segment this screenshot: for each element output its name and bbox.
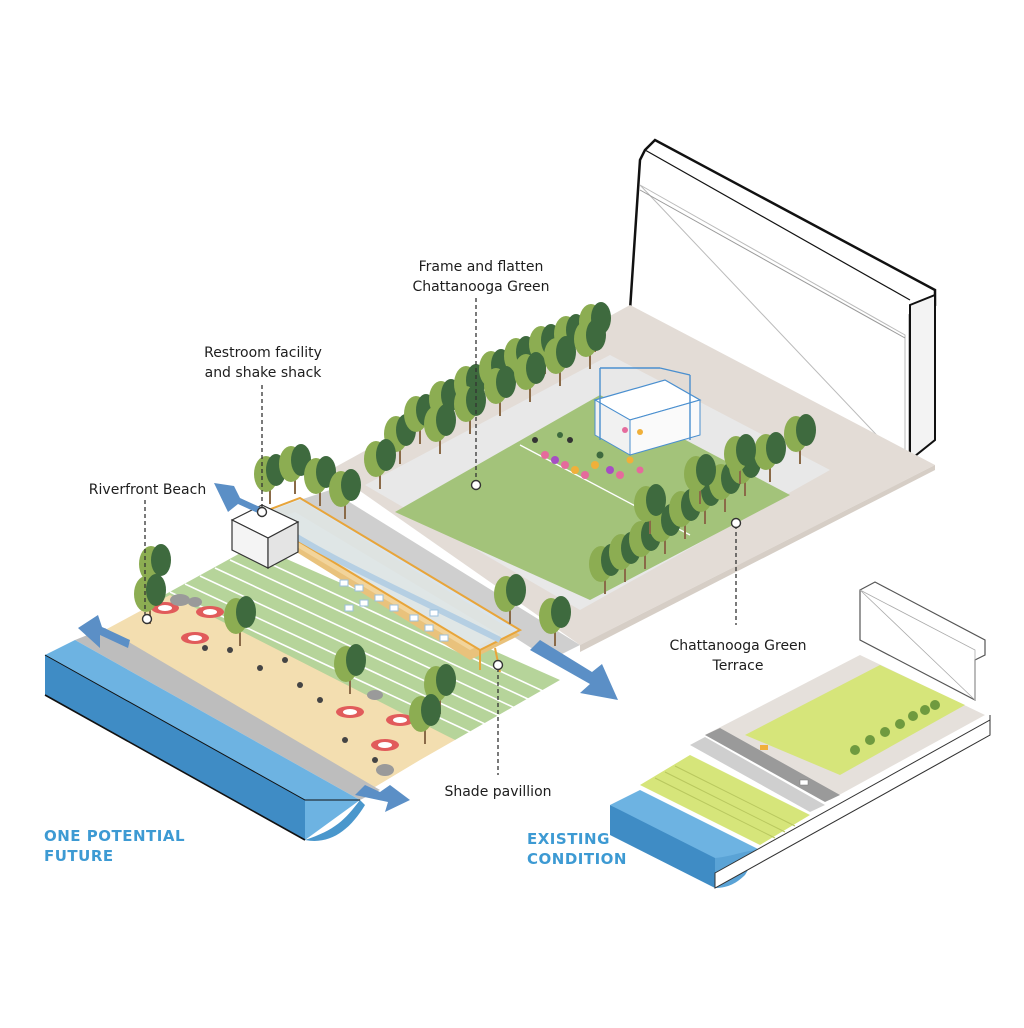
tree <box>494 574 526 624</box>
label-restroom-line1: Restroom facility <box>204 345 322 361</box>
label-markers <box>141 479 742 671</box>
tree <box>424 664 456 714</box>
tree <box>424 404 456 454</box>
trees <box>134 302 816 744</box>
leader-lines <box>144 298 737 775</box>
scenario-existing-line1: EXISTING <box>527 830 610 848</box>
scenario-future-title: ONE POTENTIAL FUTURE <box>44 826 185 866</box>
label-frame-green: Frame and flatten Chattanooga Green <box>396 257 566 297</box>
stage-frame <box>593 367 702 456</box>
tree <box>329 469 361 519</box>
back-building <box>628 138 937 468</box>
crowd <box>532 427 644 479</box>
flow-arrows <box>78 483 618 812</box>
tree <box>224 596 256 646</box>
tree <box>784 414 816 464</box>
tree <box>544 336 576 386</box>
terraced-steps <box>155 545 560 740</box>
tree <box>634 484 666 534</box>
marker-green <box>470 479 482 491</box>
boulders <box>170 594 394 776</box>
beach-people <box>202 645 378 763</box>
arrow-pavilion-southeast <box>530 640 618 700</box>
label-frame-green-line1: Frame and flatten <box>418 259 544 275</box>
label-green-terrace-line2: Terrace <box>712 658 764 674</box>
label-restroom: Restroom facility and shake shack <box>178 343 348 383</box>
marker-pavilion <box>492 659 504 671</box>
label-shade-pavilion-line1: Shade pavillion <box>444 784 552 800</box>
existing-condition-model <box>610 581 991 889</box>
label-shade-pavilion: Shade pavillion <box>428 782 568 802</box>
tree <box>684 454 716 504</box>
tree <box>574 319 606 369</box>
label-green-terrace-line1: Chattanooga Green <box>669 638 807 654</box>
arrow-water-southeast <box>355 785 410 812</box>
label-frame-green-line2: Chattanooga Green <box>412 279 550 295</box>
tree <box>484 366 516 416</box>
tree <box>724 434 756 484</box>
tree <box>539 596 571 646</box>
tree <box>514 352 546 402</box>
scenario-future-line2: FUTURE <box>44 847 114 865</box>
boardwalk-chairs <box>339 579 449 642</box>
marker-terrace <box>730 517 742 529</box>
label-restroom-line2: and shake shack <box>204 365 322 381</box>
arrow-restroom-northwest <box>214 483 262 514</box>
tree <box>754 432 786 482</box>
scenario-existing-title: EXISTING CONDITION <box>527 829 627 869</box>
chattanooga-green-lawn <box>395 395 790 600</box>
marker-restroom <box>256 506 268 518</box>
scenario-future-line1: ONE POTENTIAL <box>44 827 186 845</box>
label-green-terrace: Chattanooga Green Terrace <box>648 636 828 676</box>
tree <box>409 694 441 744</box>
label-riverfront-beach-line1: Riverfront Beach <box>88 482 207 498</box>
scenario-existing-line2: CONDITION <box>527 850 627 868</box>
tree <box>364 439 396 489</box>
river-water <box>44 640 365 841</box>
marker-beach <box>141 613 153 625</box>
tree <box>334 644 366 694</box>
label-riverfront-beach: Riverfront Beach <box>70 480 225 500</box>
arrow-beach-northwest <box>78 615 130 648</box>
seawall <box>75 628 380 800</box>
